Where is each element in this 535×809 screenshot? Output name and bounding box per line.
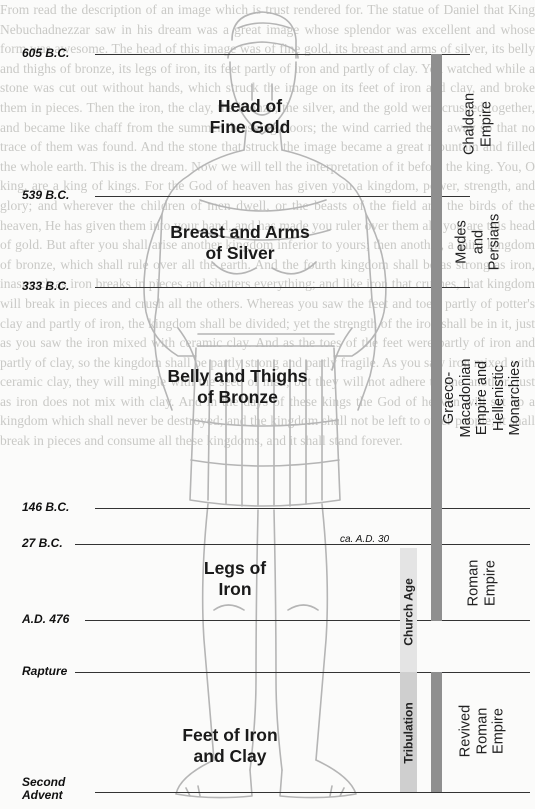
timeline-line-27bc: [75, 544, 530, 545]
date-label-605bc: 605 B.C.: [22, 47, 69, 60]
timeline-line-rapture: [75, 672, 530, 673]
date-label-146bc: 146 B.C.: [22, 501, 69, 514]
church-start-note: ca. A.D. 30: [340, 534, 389, 545]
empire-bar-revived: [431, 672, 442, 792]
timeline-line-605bc: [95, 54, 470, 55]
empire-label-chaldean: Chaldean Empire: [462, 93, 495, 155]
date-label-second-advent: Second Advent: [22, 776, 65, 802]
era-label-church-age: Church Age: [403, 578, 416, 646]
date-label-539bc: 539 B.C.: [22, 189, 69, 202]
timeline-line-146bc: [95, 508, 530, 509]
empire-label-medes-persians: Medes and Persians: [453, 214, 503, 270]
part-label-head: Head of Fine Gold: [165, 96, 335, 138]
empire-label-revived-roman: Revived Roman Empire: [457, 705, 507, 757]
empire-label-roman: Roman Empire: [466, 560, 499, 607]
part-label-breast-arms: Breast and Arms of Silver: [140, 222, 340, 264]
part-label-legs: Legs of Iron: [175, 558, 295, 600]
part-label-belly-thighs: Belly and Thighs of Bronze: [130, 366, 345, 408]
timeline-line-second-advent: [95, 792, 530, 793]
date-label-27bc: 27 B.C.: [22, 537, 63, 550]
part-label-feet: Feet of Iron and Clay: [150, 725, 310, 767]
date-label-ad476: A.D. 476: [22, 613, 69, 626]
timeline-line-ad476: [85, 620, 530, 621]
timeline-line-333bc: [95, 287, 470, 288]
empire-bar-605bc-to-ad476: [431, 54, 442, 621]
date-label-rapture: Rapture: [22, 665, 67, 678]
era-label-tribulation: Tribulation: [403, 702, 416, 763]
timeline-line-539bc: [95, 196, 470, 197]
empire-label-graeco-macedonian: Graeco-Macadonian Empire and Hellenistic…: [441, 359, 524, 438]
date-label-333bc: 333 B.C.: [22, 280, 69, 293]
